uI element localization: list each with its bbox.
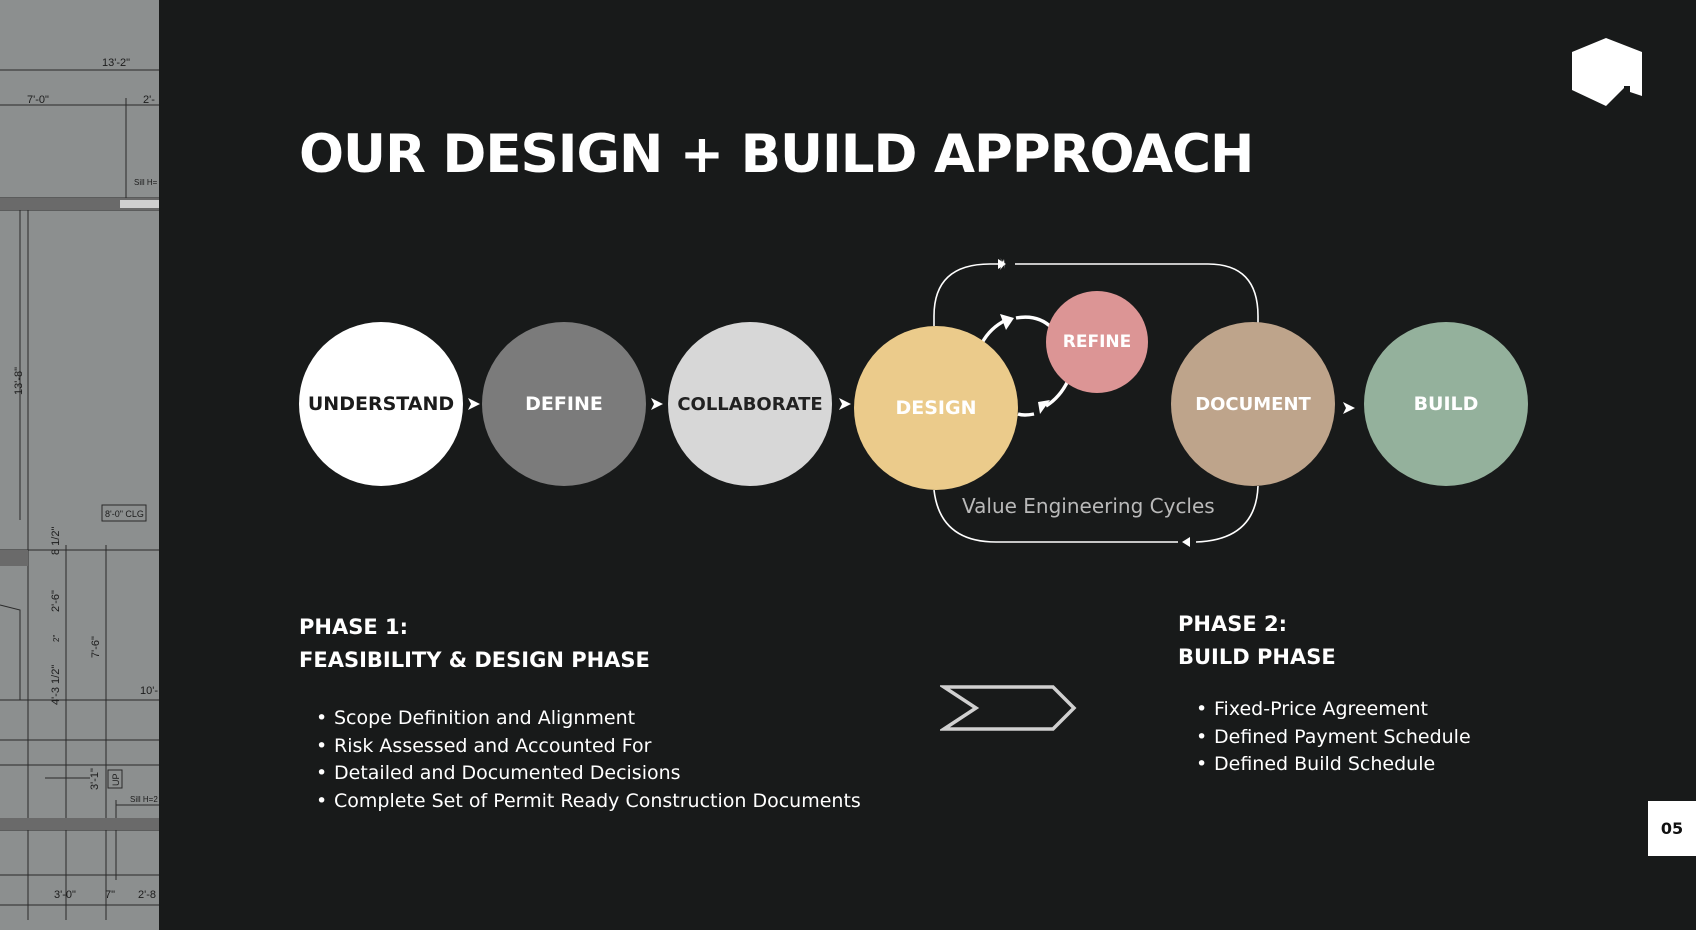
svg-text:13'-2": 13'-2"	[102, 57, 130, 69]
step-design: DESIGN	[854, 326, 1018, 490]
phase-chevron-arrow-icon	[940, 685, 1077, 731]
phase1-heading-line2: FEASIBILITY & DESIGN PHASE	[299, 648, 650, 672]
step-build: BUILD	[1364, 322, 1528, 486]
step-collaborate-label: COLLABORATE	[677, 393, 823, 415]
svg-text:Sill H=: Sill H=	[134, 178, 158, 187]
house-logo-icon	[1572, 38, 1642, 106]
svg-text:UP: UP	[111, 773, 121, 786]
svg-text:2": 2"	[52, 635, 61, 642]
step-collaborate: COLLABORATE	[668, 322, 832, 486]
floor-plan-drawing: 13'-2" 7'-0" 2'- Sill H= 13'-8" 8'-0" CL…	[0, 57, 159, 920]
svg-text:2'-8: 2'-8	[138, 889, 156, 901]
step-understand-label: UNDERSTAND	[307, 393, 455, 415]
phase1-list: Scope Definition and Alignment Risk Asse…	[316, 705, 861, 815]
step-refine-label: REFINE	[1062, 332, 1132, 352]
svg-text:7'-6": 7'-6"	[90, 636, 102, 658]
svg-text:8 1/2": 8 1/2"	[50, 527, 62, 555]
svg-text:13'-8": 13'-8"	[13, 367, 25, 395]
svg-text:7": 7"	[105, 889, 115, 901]
list-item: Scope Definition and Alignment	[316, 705, 861, 733]
step-build-label: BUILD	[1413, 393, 1479, 415]
list-item: Risk Assessed and Accounted For	[316, 733, 861, 761]
phase1-heading: PHASE 1: FEASIBILITY & DESIGN PHASE	[299, 611, 650, 677]
phase2-heading-line1: PHASE 2:	[1178, 612, 1288, 636]
svg-text:2'-6": 2'-6"	[50, 590, 62, 612]
list-item: Fixed-Price Agreement	[1196, 696, 1471, 724]
phase1-heading-line1: PHASE 1:	[299, 615, 409, 639]
phase2-heading-line2: BUILD PHASE	[1178, 645, 1336, 669]
svg-text:7'-0": 7'-0"	[27, 94, 49, 106]
step-document: DOCUMENT	[1171, 322, 1335, 486]
step-define-label: DEFINE	[525, 393, 603, 415]
svg-text:8'-0" CLG: 8'-0" CLG	[105, 509, 144, 519]
step-define: DEFINE	[482, 322, 646, 486]
value-engineering-label: Value Engineering Cycles	[962, 494, 1215, 518]
list-item: Defined Build Schedule	[1196, 751, 1471, 779]
list-item: Detailed and Documented Decisions	[316, 760, 861, 788]
step-refine: REFINE	[1046, 291, 1148, 393]
page-title: OUR DESIGN + BUILD APPROACH	[299, 124, 1254, 185]
step-understand: UNDERSTAND	[299, 322, 463, 486]
list-item: Complete Set of Permit Ready Constructio…	[316, 788, 861, 816]
blueprint-background: 13'-2" 7'-0" 2'- Sill H= 13'-8" 8'-0" CL…	[0, 0, 159, 930]
svg-text:4'-3 1/2": 4'-3 1/2"	[50, 665, 62, 705]
step-design-label: DESIGN	[895, 397, 977, 419]
svg-text:2'-: 2'-	[143, 94, 155, 106]
phase2-list: Fixed-Price Agreement Defined Payment Sc…	[1196, 696, 1471, 779]
svg-text:10'-: 10'-	[140, 685, 158, 697]
page-number: 05	[1648, 801, 1696, 856]
phase2-heading: PHASE 2: BUILD PHASE	[1178, 608, 1336, 674]
list-item: Defined Payment Schedule	[1196, 724, 1471, 752]
svg-text:3'-1": 3'-1"	[89, 768, 101, 790]
svg-text:3'-0": 3'-0"	[54, 889, 76, 901]
step-document-label: DOCUMENT	[1195, 393, 1311, 415]
svg-text:Sill H=2: Sill H=2	[130, 795, 158, 804]
